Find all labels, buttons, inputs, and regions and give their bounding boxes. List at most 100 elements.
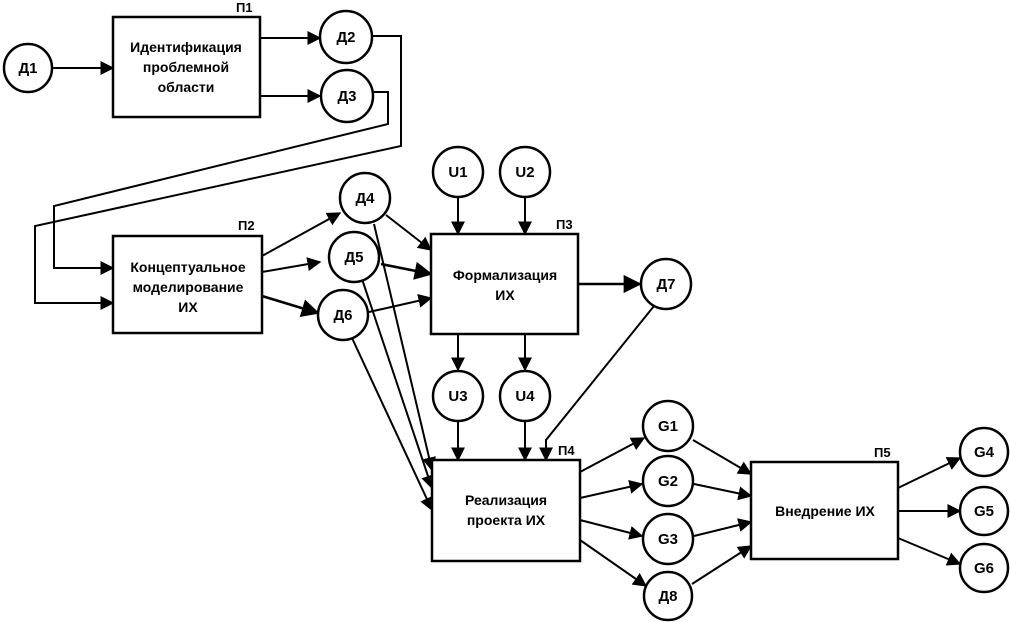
edge-d6-p4 <box>351 337 434 512</box>
edge-d2-p2 <box>34 35 402 310</box>
node-circle <box>498 369 552 423</box>
node-u4[interactable]: U4 <box>498 369 552 423</box>
node-label: Д2 <box>336 29 355 46</box>
node-label: Д8 <box>658 588 677 605</box>
edge-p4-d8 <box>579 539 648 587</box>
process-tag: П2 <box>238 218 255 233</box>
process-label-line-1: Реализация <box>465 492 547 508</box>
node-label: G4 <box>974 444 995 461</box>
process-p1[interactable]: П1 Идентификация проблемной области <box>111 0 262 119</box>
process-label-line-3: области <box>158 79 215 95</box>
node-circle <box>319 68 375 124</box>
node-u3[interactable]: U3 <box>431 369 485 423</box>
node-g2[interactable]: G2 <box>641 454 695 508</box>
node-circle <box>431 145 485 199</box>
node-circle <box>327 230 381 284</box>
edge-p4-g3 <box>579 519 644 540</box>
node-d5[interactable]: Д5 <box>327 230 381 284</box>
process-p2[interactable]: П2 Концептуальное моделирование ИХ <box>111 218 264 335</box>
node-circle <box>316 288 370 342</box>
node-circle <box>498 145 552 199</box>
node-label: G5 <box>974 503 994 520</box>
process-box <box>111 15 262 119</box>
edge-p4-g2 <box>579 479 644 499</box>
process-label-line-1: Концептуальное <box>130 259 246 275</box>
node-label: U4 <box>515 388 535 405</box>
edge-d3-p2 <box>53 91 389 275</box>
edge-d4-p3 <box>385 214 433 251</box>
edge-d4-p4 <box>373 223 436 472</box>
process-label-line-2: моделирование <box>133 279 244 295</box>
node-u1[interactable]: U1 <box>431 145 485 199</box>
node-label: G2 <box>658 473 678 490</box>
node-circle <box>641 454 695 508</box>
node-g5[interactable]: G5 <box>958 485 1010 537</box>
edge-g2-p5 <box>693 483 753 501</box>
process-p5[interactable]: П5 Внедрение ИХ <box>749 445 900 561</box>
process-box <box>749 460 900 561</box>
process-label-line-3: ИХ <box>178 299 198 315</box>
node-d3[interactable]: Д3 <box>319 68 375 124</box>
edge-g1-p5 <box>692 439 753 475</box>
process-box <box>430 458 582 563</box>
process-label-line-1: Идентификация <box>130 39 242 55</box>
node-circle <box>639 257 693 311</box>
process-label-line-2: ИХ <box>495 287 515 303</box>
node-d2[interactable]: Д2 <box>318 9 374 65</box>
node-label: Д4 <box>355 190 375 207</box>
node-circle <box>641 399 695 453</box>
process-p3[interactable]: П3 Формализация ИХ <box>429 217 580 336</box>
edge-d5-p3 <box>380 261 433 280</box>
node-circle <box>641 512 695 566</box>
edge-p5-g4 <box>897 457 962 489</box>
node-g3[interactable]: G3 <box>641 512 695 566</box>
node-label: U1 <box>448 164 467 181</box>
node-label: Д1 <box>18 60 37 77</box>
edge-p2-d5 <box>261 257 322 273</box>
node-label: G3 <box>658 531 678 548</box>
node-circle <box>958 542 1010 594</box>
node-label: Д5 <box>344 249 363 266</box>
edge-d5-p4 <box>361 278 435 490</box>
node-g1[interactable]: G1 <box>641 399 695 453</box>
node-label: G6 <box>974 560 994 577</box>
node-circle <box>318 9 374 65</box>
process-tag: П1 <box>236 0 253 15</box>
node-u2[interactable]: U2 <box>498 145 552 199</box>
node-circle <box>958 485 1010 537</box>
node-label: Д6 <box>333 307 352 324</box>
process-p4[interactable]: П4 Реализация проекта ИХ <box>430 443 582 563</box>
process-label-line-2: проблемной <box>143 59 229 75</box>
node-circle <box>338 171 392 225</box>
edge-d7-p4 <box>539 305 655 462</box>
node-label: Д3 <box>337 88 356 105</box>
node-d1[interactable]: Д1 <box>2 42 54 94</box>
edge-d6-p3 <box>368 293 433 313</box>
edges-layer <box>34 31 962 587</box>
node-g6[interactable]: G6 <box>958 542 1010 594</box>
edge-p2-d4 <box>261 212 342 257</box>
node-d8[interactable]: Д8 <box>642 570 694 622</box>
node-g4[interactable]: G4 <box>958 426 1010 478</box>
node-label: U2 <box>515 164 534 181</box>
node-label: U3 <box>448 388 467 405</box>
edge-g3-p5 <box>693 518 753 537</box>
node-d6[interactable]: Д6 <box>316 288 370 342</box>
process-label-line-1: Внедрение ИХ <box>775 503 875 519</box>
process-label-line-1: Формализация <box>453 267 557 283</box>
node-label: G1 <box>658 418 678 435</box>
node-d7[interactable]: Д7 <box>639 257 693 311</box>
process-tag: П5 <box>874 445 891 460</box>
edge-d8-p5 <box>691 545 753 585</box>
process-tag: П3 <box>556 217 573 232</box>
node-circle <box>642 570 694 622</box>
process-label-line-2: проекта ИХ <box>467 512 546 528</box>
process-tag: П4 <box>558 443 575 458</box>
process-box <box>111 234 264 335</box>
process-box <box>429 232 580 336</box>
edge-p2-d6 <box>261 294 320 317</box>
node-d4[interactable]: Д4 <box>338 171 392 225</box>
edge-p4-g1 <box>579 437 646 473</box>
